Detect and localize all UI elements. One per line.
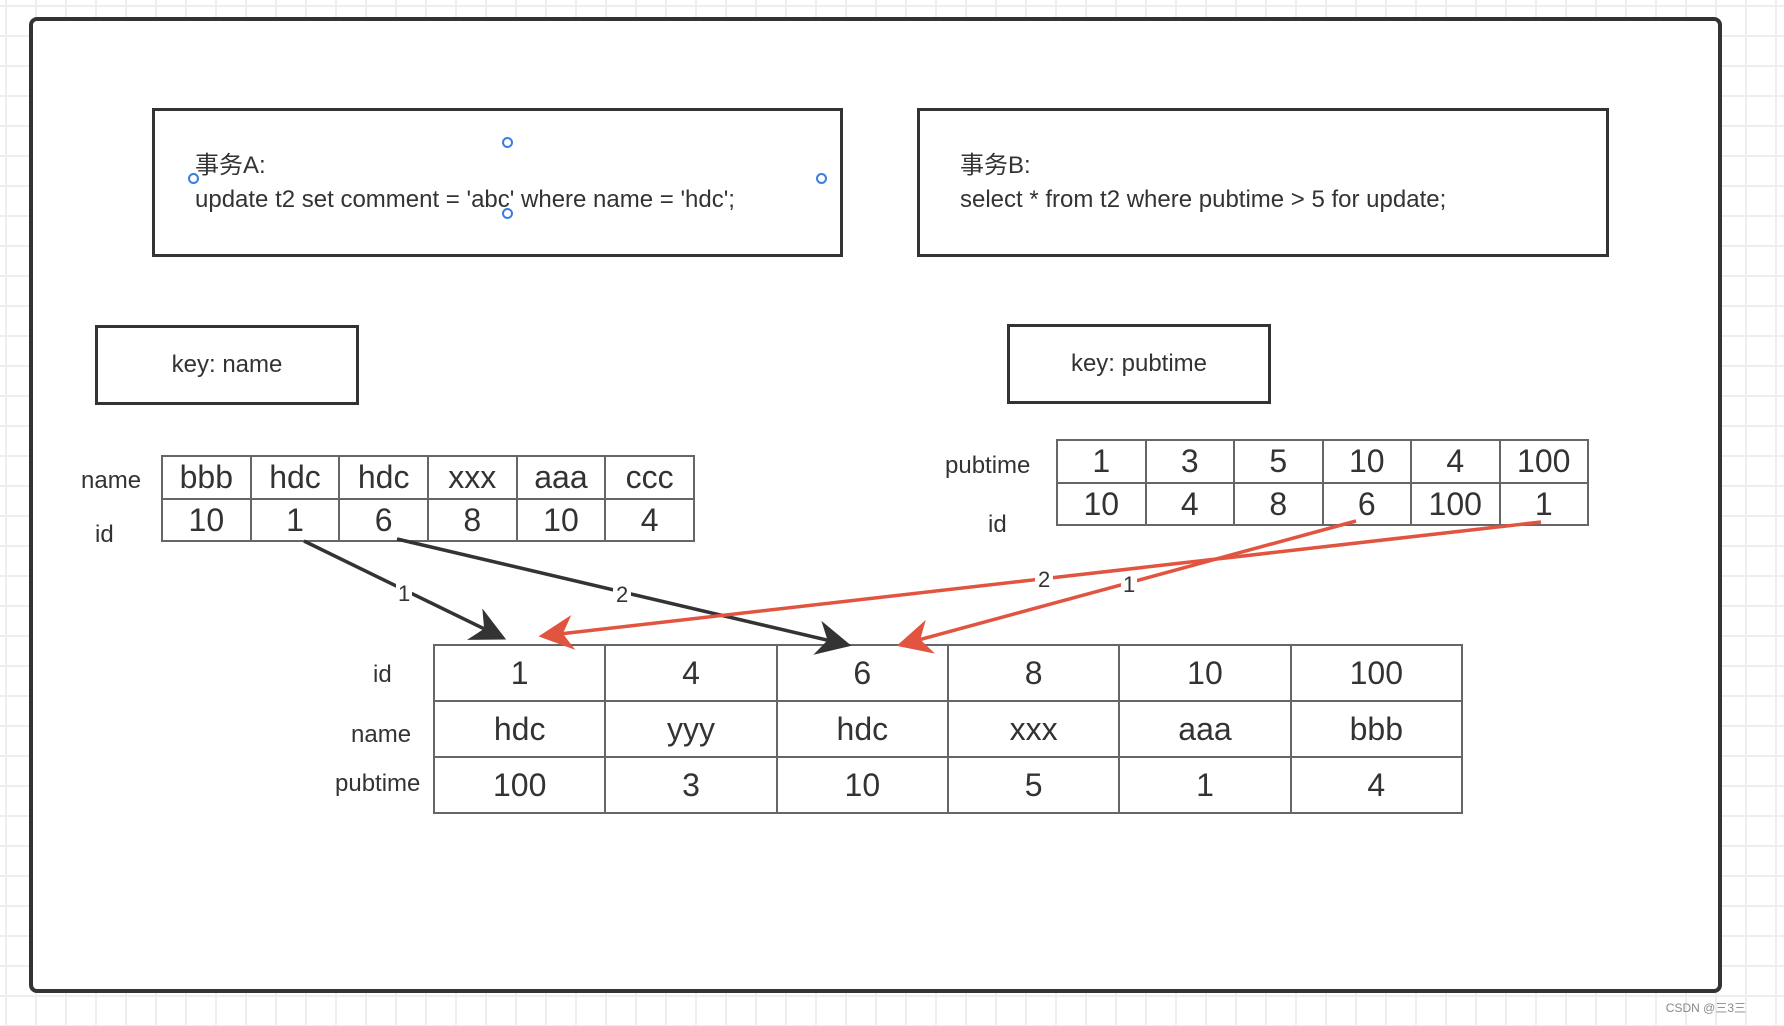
cell: 4 bbox=[1410, 439, 1501, 484]
cell: 1 bbox=[432, 644, 607, 702]
cell: 8 bbox=[946, 644, 1121, 702]
cell: 6 bbox=[775, 644, 949, 702]
resize-handle-right[interactable] bbox=[816, 173, 827, 184]
cell: 6 bbox=[338, 498, 429, 542]
cell: hdc bbox=[338, 455, 429, 500]
cell: xxx bbox=[426, 455, 518, 500]
cell: 5 bbox=[946, 756, 1121, 814]
cell: 8 bbox=[1233, 482, 1324, 526]
cell: 4 bbox=[1144, 482, 1235, 526]
arrow-black-1-label: 1 bbox=[398, 581, 411, 606]
cell: 100 bbox=[432, 756, 607, 814]
cell: 3 bbox=[604, 756, 778, 814]
transaction-b-sql: select * from t2 where pubtime > 5 for u… bbox=[960, 186, 1447, 213]
pubtime-index-pubtime-row: 1 3 5 10 4 100 bbox=[1056, 439, 1589, 484]
name-index-table: bbb hdc hdc xxx aaa ccc 10 1 6 8 10 4 bbox=[161, 455, 695, 542]
pubtime-index-row-label-id: id bbox=[988, 511, 1007, 538]
cell: 5 bbox=[1233, 439, 1324, 484]
resize-handle-left[interactable] bbox=[188, 173, 199, 184]
clustered-row-label-pubtime: pubtime bbox=[335, 770, 421, 797]
key-pubtime-box[interactable]: key: pubtime bbox=[1007, 324, 1271, 404]
arrow-red-2-label: 2 bbox=[1038, 567, 1051, 592]
arrow-red-1-label: 1 bbox=[1123, 572, 1136, 597]
name-index-name-row: bbb hdc hdc xxx aaa ccc bbox=[161, 455, 695, 500]
cell: xxx bbox=[946, 700, 1121, 758]
clustered-index-table: 1 4 6 8 10 100 hdc yyy hdc xxx aaa bbb 1… bbox=[432, 644, 1464, 814]
cell: 10 bbox=[1321, 439, 1412, 484]
transaction-b-title: 事务B: bbox=[960, 152, 1031, 179]
cell: 10 bbox=[515, 498, 607, 542]
cell: hdc bbox=[775, 700, 949, 758]
transaction-a-box[interactable]: 事务A: update t2 set comment = 'abc' where… bbox=[152, 108, 843, 257]
cell: 1 bbox=[1498, 482, 1589, 526]
arrow-black-2-label: 2 bbox=[616, 582, 629, 607]
clustered-id-row: 1 4 6 8 10 100 bbox=[432, 644, 1464, 702]
transaction-b-box[interactable]: 事务B: select * from t2 where pubtime > 5 … bbox=[917, 108, 1609, 257]
clustered-pubtime-row: 100 3 10 5 1 4 bbox=[432, 756, 1464, 814]
cell: 100 bbox=[1498, 439, 1589, 484]
key-name-label: key: name bbox=[171, 351, 283, 378]
transaction-a-sql: update t2 set comment = 'abc' where name… bbox=[195, 186, 735, 213]
cell: 1 bbox=[1056, 439, 1147, 484]
name-index-id-row: 10 1 6 8 10 4 bbox=[161, 498, 695, 542]
clustered-name-row: hdc yyy hdc xxx aaa bbb bbox=[432, 700, 1464, 758]
cell: bbb bbox=[161, 455, 252, 500]
cell: 4 bbox=[604, 644, 778, 702]
cell: 10 bbox=[775, 756, 949, 814]
cell: yyy bbox=[604, 700, 778, 758]
cell: bbb bbox=[1289, 700, 1464, 758]
clustered-row-label-name: name bbox=[351, 721, 412, 748]
pubtime-index-row-label-pubtime: pubtime bbox=[945, 452, 1031, 479]
clustered-row-label-id: id bbox=[373, 661, 392, 688]
key-pubtime-label: key: pubtime bbox=[1070, 350, 1208, 377]
pubtime-index-id-row: 10 4 8 6 100 1 bbox=[1056, 482, 1589, 526]
cell: aaa bbox=[515, 455, 607, 500]
name-index-row-label-name: name bbox=[81, 467, 142, 494]
cell: 10 bbox=[161, 498, 252, 542]
resize-handle-top[interactable] bbox=[502, 137, 513, 148]
pubtime-index-table: 1 3 5 10 4 100 10 4 8 6 100 1 bbox=[1056, 439, 1589, 526]
cell: 100 bbox=[1410, 482, 1501, 526]
cell: aaa bbox=[1118, 700, 1292, 758]
transaction-a-title: 事务A: bbox=[195, 152, 266, 179]
cell: 3 bbox=[1144, 439, 1235, 484]
cell: 10 bbox=[1118, 644, 1292, 702]
key-name-box[interactable]: key: name bbox=[95, 325, 359, 405]
cell: 10 bbox=[1056, 482, 1147, 526]
cell: 1 bbox=[1118, 756, 1292, 814]
cell: hdc bbox=[249, 455, 341, 500]
cell: hdc bbox=[432, 700, 607, 758]
cell: 4 bbox=[1289, 756, 1464, 814]
resize-handle-bottom[interactable] bbox=[502, 208, 513, 219]
watermark: CSDN @三3三 bbox=[1665, 1001, 1746, 1015]
cell: 6 bbox=[1321, 482, 1412, 526]
cell: 100 bbox=[1289, 644, 1464, 702]
cell: 4 bbox=[604, 498, 695, 542]
cell: 1 bbox=[249, 498, 341, 542]
name-index-row-label-id: id bbox=[95, 521, 114, 548]
cell: 8 bbox=[426, 498, 518, 542]
cell: ccc bbox=[604, 455, 695, 500]
